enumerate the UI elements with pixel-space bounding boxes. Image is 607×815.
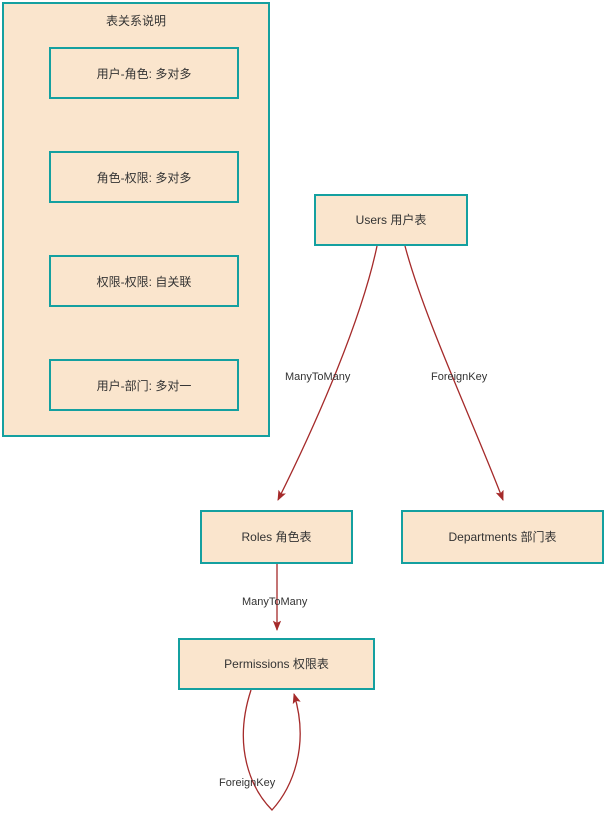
edge-label-roles-permissions: ManyToMany bbox=[242, 596, 308, 608]
node-label: Permissions 权限表 bbox=[224, 656, 329, 671]
legend-item-label: 角色-权限: 多对多 bbox=[96, 170, 192, 185]
legend-item-role-permission: 角色-权限: 多对多 bbox=[49, 151, 239, 203]
legend-item-label: 用户-部门: 多对一 bbox=[96, 378, 192, 393]
node-roles[interactable]: Roles 角色表 bbox=[200, 510, 353, 564]
legend-item-permission-permission: 权限-权限: 自关联 bbox=[49, 255, 239, 307]
edge-label-users-roles: ManyToMany bbox=[285, 371, 351, 383]
legend-item-label: 权限-权限: 自关联 bbox=[96, 274, 192, 289]
node-label: Users 用户表 bbox=[355, 212, 427, 227]
edge-label-users-departments: ForeignKey bbox=[431, 371, 488, 383]
node-label: Roles 角色表 bbox=[241, 529, 312, 544]
node-permissions[interactable]: Permissions 权限表 bbox=[178, 638, 375, 690]
legend-item-user-department: 用户-部门: 多对一 bbox=[49, 359, 239, 411]
edge-label-permissions-self: ForeignKey bbox=[219, 777, 276, 789]
edge-permissions-self bbox=[242, 689, 301, 811]
node-departments[interactable]: Departments 部门表 bbox=[401, 510, 604, 564]
legend-group: 表关系说明 用户-角色: 多对多 角色-权限: 多对多 权限-权限: 自关联 用… bbox=[2, 2, 270, 437]
legend-item-label: 用户-角色: 多对多 bbox=[96, 66, 192, 81]
legend-item-user-role: 用户-角色: 多对多 bbox=[49, 47, 239, 99]
legend-title: 表关系说明 bbox=[105, 14, 166, 28]
node-users[interactable]: Users 用户表 bbox=[314, 194, 468, 246]
node-label: Departments 部门表 bbox=[448, 529, 557, 544]
